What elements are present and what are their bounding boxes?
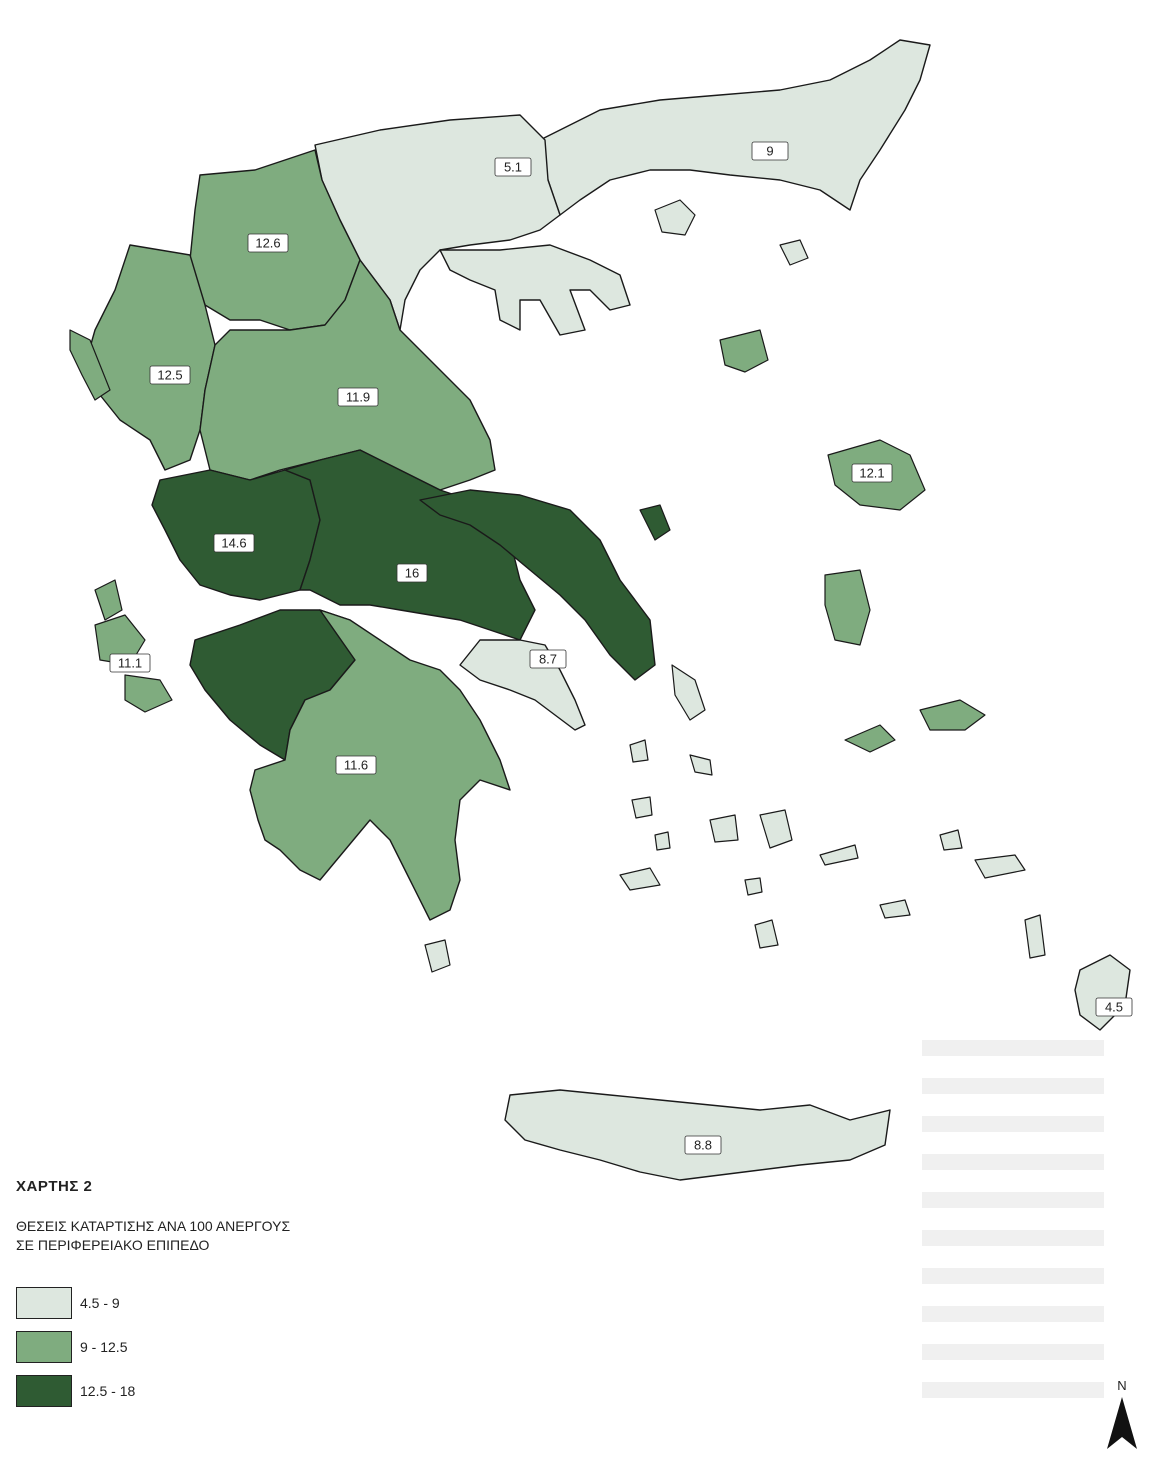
svg-text:14.6: 14.6 xyxy=(221,536,246,551)
label-thrace: 9 xyxy=(751,141,789,161)
svg-text:8.8: 8.8 xyxy=(694,1138,712,1153)
island-euboea xyxy=(419,489,656,681)
map-legend: ΧΑΡΤΗΣ 2 ΘΕΣΕΙΣ ΚΑΤΑΡΤΙΣΗΣ ΑΝΑ 100 ΑΝΕΡΓ… xyxy=(16,1178,456,1417)
legend-label-low: 4.5 - 9 xyxy=(80,1295,120,1311)
island-zakynthos xyxy=(124,674,173,713)
svg-text:4.5: 4.5 xyxy=(1105,1000,1123,1015)
label-epirus: 12.5 xyxy=(149,365,191,385)
label-western-macedonia: 12.6 xyxy=(247,233,289,253)
legend-swatch-low xyxy=(16,1287,72,1319)
label-western-greece: 14.6 xyxy=(213,533,255,553)
island-leros xyxy=(939,829,963,851)
svg-text:12.5: 12.5 xyxy=(157,368,182,383)
north-arrow-icon xyxy=(1107,1397,1137,1449)
island-rhodes xyxy=(1074,954,1131,1031)
island-karpathos xyxy=(1024,914,1046,959)
region-chalkidiki xyxy=(439,244,631,336)
island-amorgos xyxy=(819,844,859,866)
svg-text:9: 9 xyxy=(766,144,773,159)
island-tinos xyxy=(689,754,713,776)
legend-label-high: 12.5 - 18 xyxy=(80,1383,136,1399)
label-thessaly: 11.9 xyxy=(337,387,379,407)
region-crete xyxy=(504,1089,891,1181)
island-kea xyxy=(629,739,649,763)
region-peloponnese xyxy=(249,609,511,921)
svg-text:12.1: 12.1 xyxy=(859,466,884,481)
island-lemnos xyxy=(719,329,769,373)
island-paros xyxy=(709,814,739,843)
island-astypalaia xyxy=(879,899,911,919)
island-kythira xyxy=(424,939,451,973)
island-andros xyxy=(671,664,706,721)
island-skyros xyxy=(639,504,671,541)
region-thessaly xyxy=(199,259,496,491)
svg-text:5.1: 5.1 xyxy=(504,160,522,175)
island-naxos xyxy=(759,809,793,849)
legend-subtitle: ΘΕΣΕΙΣ ΚΑΤΑΡΤΙΣΗΣ ΑΝΑ 100 ΑΝΕΡΓΟΥΣ ΣΕ ΠΕ… xyxy=(16,1217,456,1255)
legend-row-high: 12.5 - 18 xyxy=(16,1373,456,1409)
legend-row-low: 4.5 - 9 xyxy=(16,1285,456,1321)
legend-row-mid: 9 - 12.5 xyxy=(16,1329,456,1365)
island-ios xyxy=(744,877,763,896)
label-crete: 8.8 xyxy=(684,1135,722,1155)
svg-text:12.6: 12.6 xyxy=(255,236,280,251)
region-central-greece xyxy=(284,449,536,641)
svg-text:11.9: 11.9 xyxy=(346,390,370,405)
region-thrace xyxy=(539,39,931,216)
label-north-aegean: 12.1 xyxy=(851,463,893,483)
legend-label-mid: 9 - 12.5 xyxy=(80,1339,128,1355)
island-corfu xyxy=(69,329,111,401)
faded-background-print xyxy=(870,1040,1130,1460)
region-epirus xyxy=(84,244,216,471)
label-attica: 8.7 xyxy=(529,649,567,669)
island-milos xyxy=(619,867,661,891)
legend-subtitle-line1: ΘΕΣΕΙΣ ΚΑΤΑΡΤΙΣΗΣ ΑΝΑ 100 ΑΝΕΡΓΟΥΣ xyxy=(16,1218,291,1234)
island-kefalonia xyxy=(94,614,146,666)
island-serifos xyxy=(631,796,653,819)
north-letter: N xyxy=(1117,1378,1127,1393)
legend-title: ΧΑΡΤΗΣ 2 xyxy=(16,1178,93,1195)
island-lefkada xyxy=(94,579,123,621)
island-thasos xyxy=(654,199,696,236)
label-central-macedonia: 5.1 xyxy=(494,157,532,177)
island-sifnos xyxy=(654,831,671,851)
label-peloponnese: 11.6 xyxy=(335,755,377,775)
label-ionian-islands: 11.1 xyxy=(109,653,151,673)
legend-subtitle-line2: ΣΕ ΠΕΡΙΦΕΡΕΙΑΚΟ ΕΠΙΠΕΔΟ xyxy=(16,1237,210,1253)
svg-text:16: 16 xyxy=(405,566,419,581)
svg-text:8.7: 8.7 xyxy=(539,652,557,667)
legend-swatch-high xyxy=(16,1375,72,1407)
svg-text:11.6: 11.6 xyxy=(344,758,368,773)
island-chios xyxy=(824,569,871,646)
label-central-greece: 16 xyxy=(396,563,428,583)
north-arrow: N xyxy=(1102,1378,1142,1458)
legend-swatch-mid xyxy=(16,1331,72,1363)
island-kos xyxy=(974,854,1026,879)
label-south-aegean: 4.5 xyxy=(1095,997,1133,1017)
island-samothrace xyxy=(779,239,809,266)
island-santorini xyxy=(754,919,779,949)
svg-text:11.1: 11.1 xyxy=(118,656,142,671)
island-ikaria xyxy=(844,724,896,753)
island-samos xyxy=(919,699,986,731)
